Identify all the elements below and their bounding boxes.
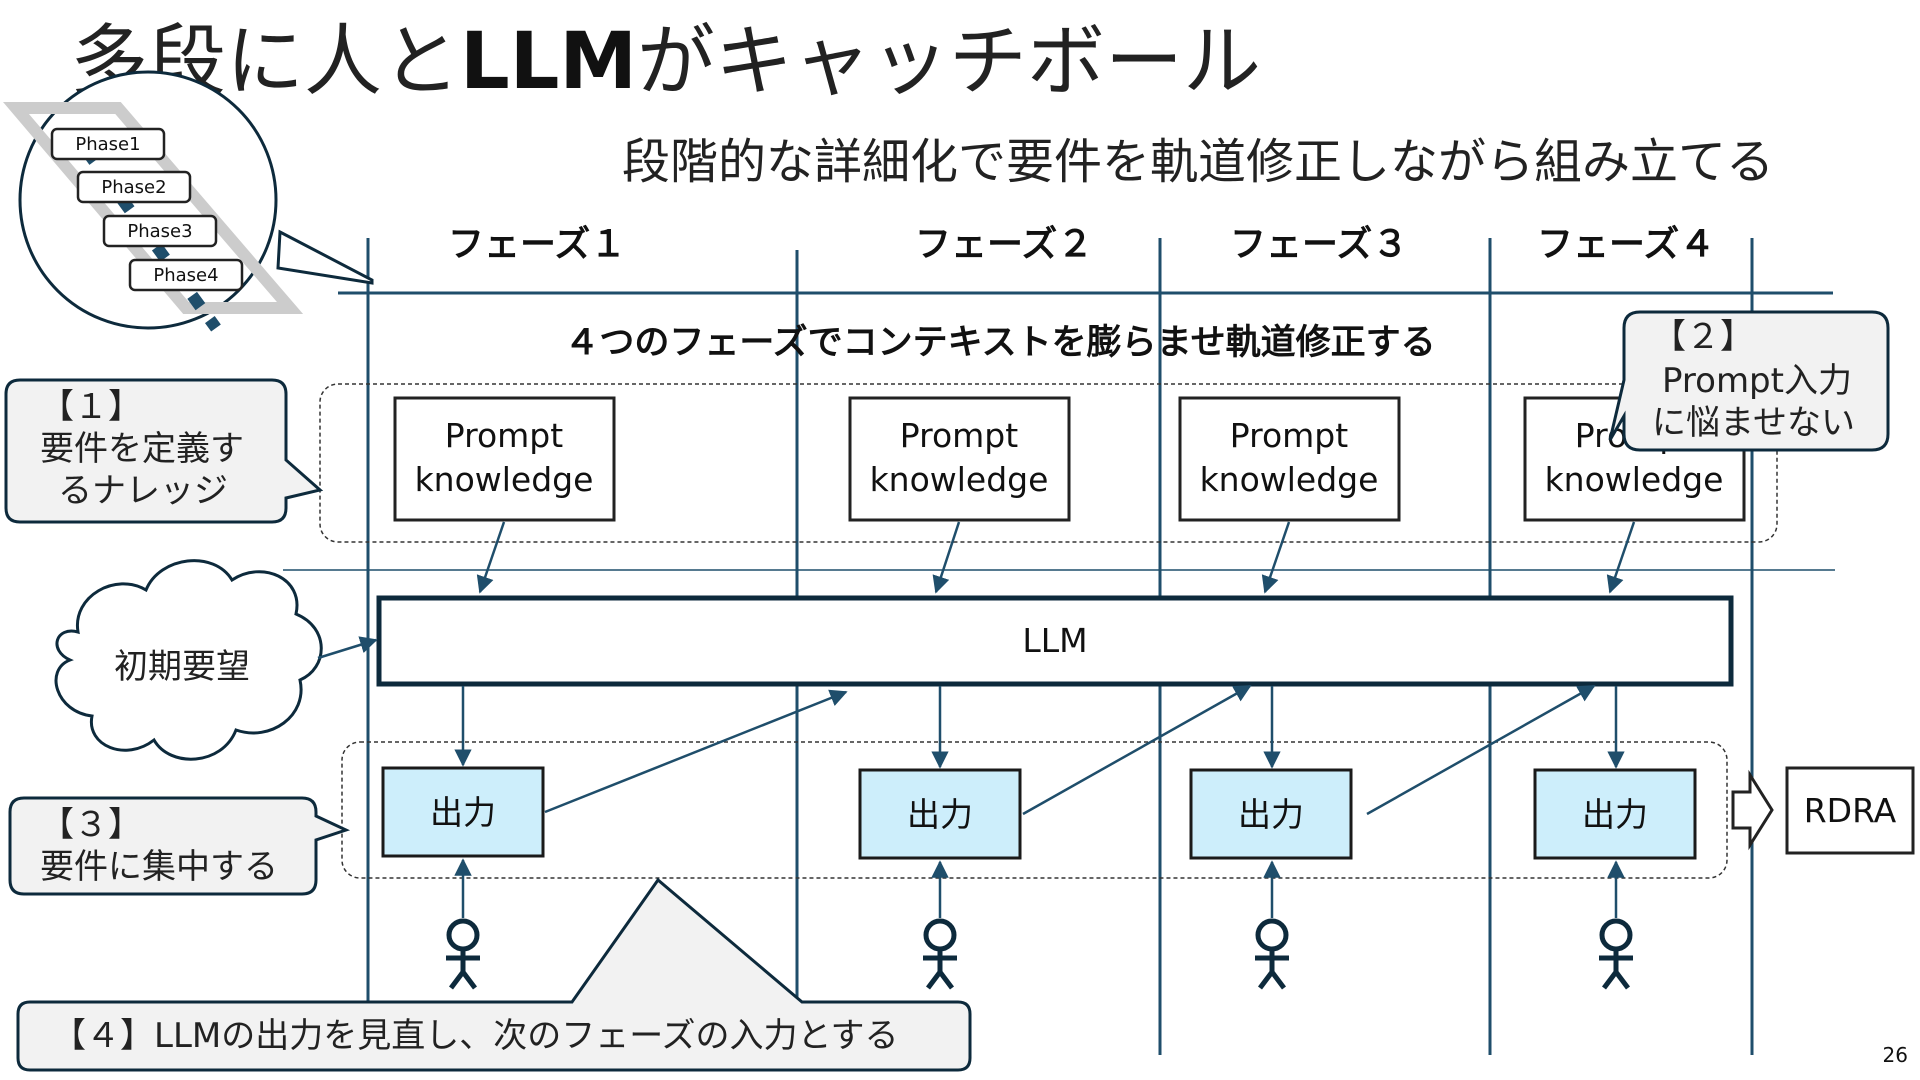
human-to-output-arrows [454,858,1625,918]
llm-label: LLM [1022,621,1087,660]
callout-1-line1: 要件を定義す [40,429,244,469]
llm-bar[interactable]: LLM [376,595,1734,687]
mini-phase-4: Phase4 [128,258,244,292]
slide-title: 多段に人とLLMがキャッチボール [70,17,1261,107]
callout-3: 【３】 要件に集中する [8,796,351,896]
callout-1: 【１】 要件を定義す るナレッジ [4,378,324,524]
output-box-3[interactable]: 出力 [1189,768,1353,860]
knowledge-box-4-line2: knowledge [1545,460,1724,499]
headline: ４つのフェーズでコンテキストを膨らませ軌道修正する [564,322,1435,363]
initial-request-arrow [317,636,378,660]
mini-phase-4-label: Phase4 [153,265,218,286]
callout-2-number: 【２】 [1652,317,1754,357]
mini-phase-1-label: Phase1 [75,134,140,155]
knowledge-to-llm-arrows [476,521,1636,594]
knowledge-box-1-line1: Prompt [445,416,563,455]
callout-3-line1: 要件に集中する [40,847,278,887]
mini-phase-2: Phase2 [76,170,192,204]
llm-to-output-arrows [454,686,1625,769]
callout-1-number: 【１】 [40,387,142,427]
mini-phase-diagram: Phase1 Phase2 Phase3 Phase4 [3,70,374,332]
phase-header-3: フェーズ３ [1230,223,1408,265]
output-box-4[interactable]: 出力 [1533,768,1697,860]
callout-4-text: 【４】LLMの出力を見直し、次のフェーズの入力とする [52,1016,899,1056]
initial-request-label: 初期要望 [114,647,250,687]
output-box-1[interactable]: 出力 [381,766,545,858]
rdra-label: RDRA [1804,791,1897,830]
initial-request-cloud: 初期要望 [54,559,323,761]
page-number: 26 [1883,1043,1908,1067]
knowledge-box-3[interactable]: Prompt knowledge [1178,396,1401,522]
callout-2-line2: に悩ませない [1652,403,1855,443]
person-icon [923,918,957,990]
slide-subtitle: 段階的な詳細化で要件を軌道修正しながら組み立てる [622,134,1774,190]
output-box-3-label: 出力 [1238,795,1304,834]
output-group [341,741,1728,879]
output-box-2-label: 出力 [907,795,973,834]
phase-header-4: フェーズ４ [1537,223,1715,265]
knowledge-box-3-line1: Prompt [1230,416,1348,455]
mini-phase-1: Phase1 [50,127,166,161]
knowledge-box-2-line2: knowledge [870,460,1049,499]
callout-3-number: 【３】 [40,805,142,845]
mini-phase-2-label: Phase2 [101,177,166,198]
block-arrow-icon [1731,769,1774,851]
knowledge-group [319,383,1778,543]
output-box-1-label: 出力 [430,793,496,832]
knowledge-box-1-line2: knowledge [415,460,594,499]
phase-header-1: フェーズ１ [448,223,626,265]
knowledge-box-2[interactable]: Prompt knowledge [848,396,1071,522]
callout-1-line2: るナレッジ [58,471,228,511]
person-icon [446,918,480,990]
mini-phase-3-label: Phase3 [127,221,192,242]
mini-phase-3: Phase3 [102,214,218,248]
output-box-2[interactable]: 出力 [858,768,1022,860]
knowledge-box-1[interactable]: Prompt knowledge [393,396,616,522]
phase-header-2: フェーズ２ [915,223,1093,265]
rdra-box[interactable]: RDRA [1785,766,1915,855]
output-box-4-label: 出力 [1582,795,1648,834]
knowledge-box-2-line1: Prompt [900,416,1018,455]
output-feedback-arrows [544,684,1596,816]
knowledge-box-3-line2: knowledge [1200,460,1379,499]
callout-2-line1: Prompt入力 [1662,361,1852,401]
person-icon [1599,918,1633,990]
callout-2: 【２】 Prompt入力 に悩ませない [1608,310,1890,452]
callout-4: 【４】LLMの出力を見直し、次のフェーズの入力とする [16,877,972,1072]
person-icon [1255,918,1289,990]
